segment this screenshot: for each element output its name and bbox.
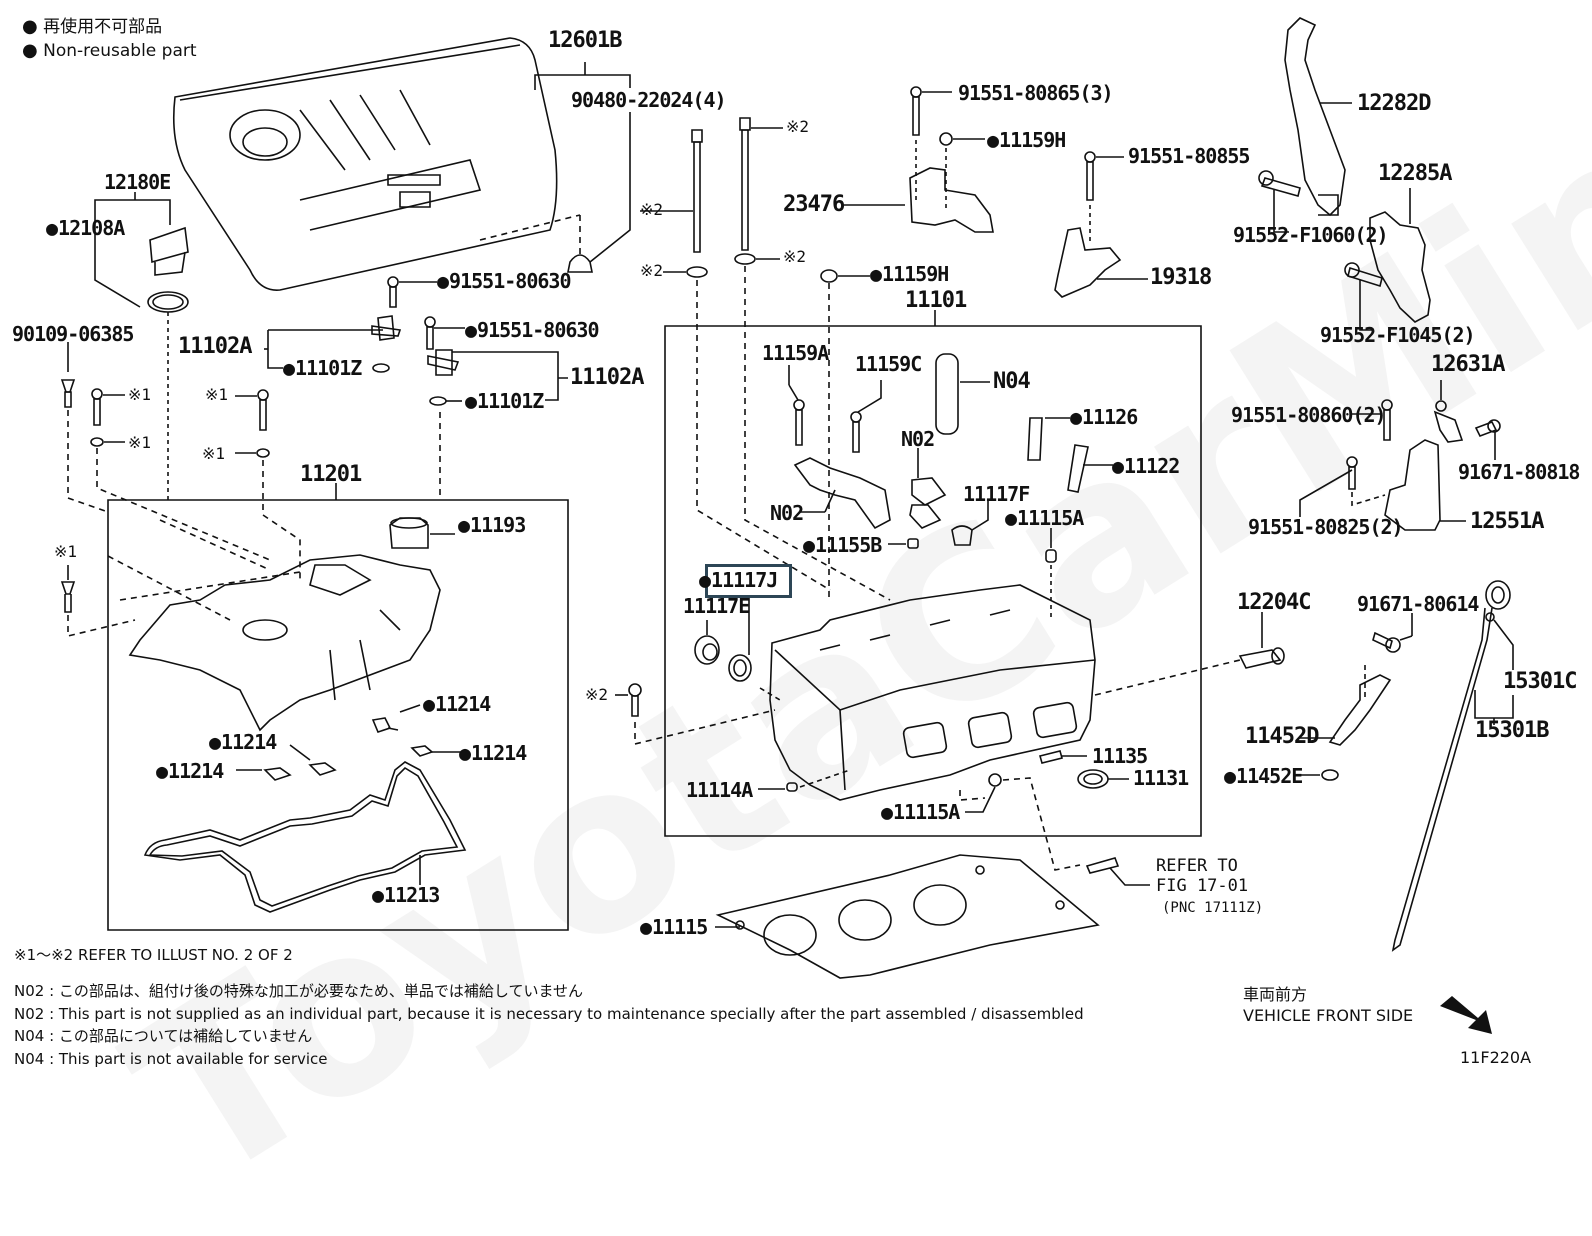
part-label[interactable]: 12180E [104, 170, 171, 194]
part-label-n02[interactable]: N02 [770, 501, 804, 525]
refer-to-line1[interactable]: REFER TO [1156, 856, 1238, 876]
part-label[interactable]: 11159H [987, 130, 1066, 150]
part-label[interactable]: 11452E [1224, 766, 1303, 786]
group-box-11101 [665, 326, 1201, 836]
part-label[interactable]: 90109-06385 [12, 322, 134, 346]
part-label[interactable]: 90480-22024(4) [571, 88, 727, 112]
part-label[interactable]: 11115 [640, 917, 708, 937]
vehicle-front-arrow [1440, 996, 1492, 1034]
ref-mark: ※1 [205, 385, 229, 404]
note-n02-jp: N02 : この部品は、組付け後の特殊な加工が必要なため、単品では補給していませ… [14, 982, 584, 1000]
refer-to-line2[interactable]: FIG 17-01 [1156, 876, 1249, 896]
part-label[interactable]: 19318 [1150, 265, 1212, 290]
part-label[interactable]: 12108A [46, 218, 125, 238]
head-gasket-drawing [718, 855, 1098, 978]
part-label[interactable]: 11126 [1070, 407, 1138, 427]
part-label[interactable]: 12551A [1470, 509, 1544, 534]
cylinder-head-cover-drawing [130, 518, 440, 730]
part-label-highlighted[interactable]: 11117J [699, 570, 778, 590]
legend-non-reusable-jp: ● 再使用不可部品 [22, 16, 163, 37]
part-label[interactable]: 11122 [1112, 456, 1180, 476]
part-label[interactable]: 91551-80630 [465, 320, 599, 340]
part-label[interactable]: 91671-80818 [1458, 460, 1580, 484]
refer-to-line3[interactable]: (PNC 17111Z) [1162, 900, 1264, 916]
part-label[interactable]: 91671-80614 [1357, 592, 1479, 616]
part-label[interactable]: 11193 [458, 515, 526, 535]
note-refer-illust: ※1～※2 REFER TO ILLUST NO. 2 OF 2 [14, 946, 293, 964]
part-label[interactable]: 11155B [803, 535, 882, 555]
vehicle-front-en: VEHICLE FRONT SIDE [1243, 1006, 1414, 1025]
part-label[interactable]: 91551-80825(2) [1248, 515, 1404, 539]
part-label[interactable]: 12282D [1357, 91, 1431, 116]
part-label[interactable]: 15301B [1475, 718, 1549, 743]
part-label[interactable]: 23476 [783, 192, 845, 217]
part-label[interactable]: 11115A [881, 802, 960, 822]
part-label[interactable]: 91551-80860(2) [1231, 403, 1387, 427]
part-label[interactable]: 15301C [1503, 669, 1577, 694]
part-label[interactable]: 11214 [423, 694, 491, 714]
part-label[interactable]: 11114A [686, 778, 753, 802]
part-label-n04[interactable]: N04 [993, 369, 1031, 394]
diagram-artwork [0, 0, 1592, 1034]
ref-mark: ※1 [202, 444, 226, 463]
part-label[interactable]: 11101Z [283, 358, 362, 378]
note-n04-en: N04 : This part is not available for ser… [14, 1050, 328, 1068]
group-box-11201 [108, 500, 568, 930]
part-label[interactable]: 11101Z [465, 391, 544, 411]
ref-mark: ※1 [128, 385, 152, 404]
part-label[interactable]: 11214 [209, 732, 277, 752]
part-label[interactable]: 11214 [156, 761, 224, 781]
part-label[interactable]: 11131 [1133, 766, 1189, 790]
vehicle-front-jp: 車両前方 [1243, 985, 1308, 1004]
legend-non-reusable-en: ● Non-reusable part [22, 40, 197, 61]
cylinder-head-drawing [770, 585, 1095, 800]
part-label[interactable]: 11135 [1092, 744, 1148, 768]
part-label[interactable]: 11115A [1005, 508, 1084, 528]
group-label-11101[interactable]: 11101 [905, 288, 967, 313]
parts-diagram: ToyotaCarMine.ru [0, 0, 1592, 1099]
note-n04-jp: N04 : この部品については補給していません [14, 1027, 313, 1045]
part-label[interactable]: 11452D [1245, 724, 1319, 749]
ref-mark: ※2 [640, 200, 664, 219]
part-label[interactable]: 91552-F1045(2) [1320, 323, 1476, 347]
part-label[interactable]: 11102A [570, 365, 644, 390]
note-n02-en: N02 : This part is not supplied as an in… [14, 1005, 1084, 1023]
part-label[interactable]: 11159H [870, 264, 949, 284]
part-label[interactable]: 11214 [459, 743, 527, 763]
part-label[interactable]: 11213 [372, 885, 440, 905]
ref-mark: ※2 [585, 685, 609, 704]
engine-cover-drawing [174, 38, 557, 290]
part-label[interactable]: 91551-80855 [1128, 144, 1250, 168]
ref-mark: ※1 [128, 433, 152, 452]
ref-mark: ※2 [640, 261, 664, 280]
part-label[interactable]: 12285A [1378, 161, 1452, 186]
ref-mark: ※2 [783, 247, 807, 266]
part-label[interactable]: 12631A [1431, 352, 1505, 377]
part-label[interactable]: 91551-80865(3) [958, 81, 1114, 105]
part-label-n02[interactable]: N02 [901, 427, 935, 451]
part-label[interactable]: 12204C [1237, 590, 1311, 615]
part-label[interactable]: 91552-F1060(2) [1233, 223, 1389, 247]
part-label[interactable]: 12601B [548, 28, 622, 53]
figure-id: 11F220A [1460, 1048, 1532, 1067]
group-label-11201[interactable]: 11201 [300, 462, 362, 487]
part-label[interactable]: 11159C [855, 352, 922, 376]
part-label[interactable]: 11102A [178, 334, 252, 359]
ref-mark: ※2 [786, 117, 810, 136]
part-label[interactable]: 91551-80630 [437, 271, 571, 291]
part-label[interactable]: 11159A [762, 341, 829, 365]
part-label[interactable]: 11117F [963, 482, 1030, 506]
part-label[interactable]: 11117E [683, 594, 750, 618]
ref-mark: ※1 [54, 542, 78, 561]
